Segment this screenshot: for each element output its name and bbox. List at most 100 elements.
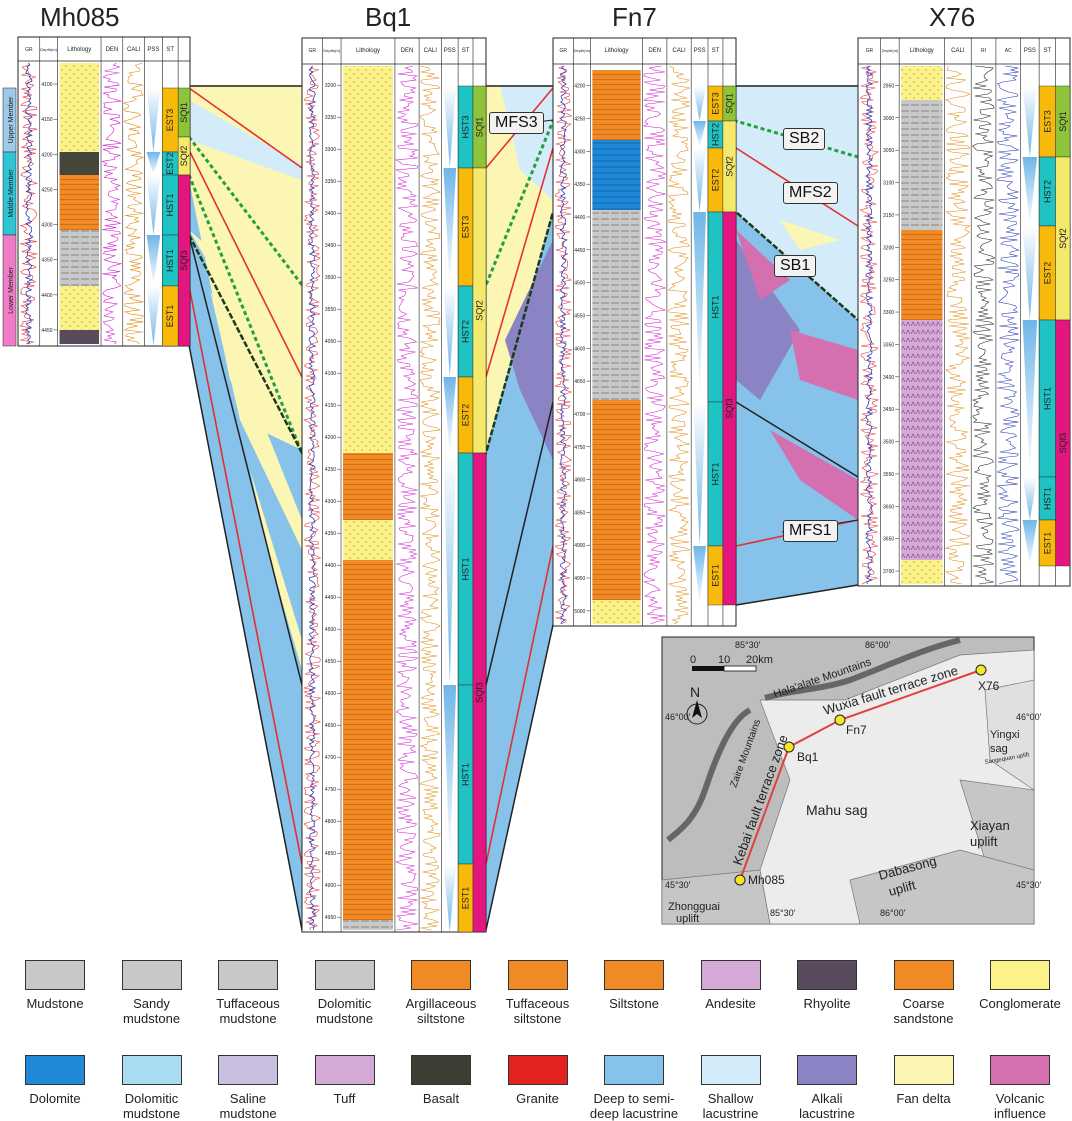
pss-triangle [1022, 86, 1038, 157]
systems-tract-label: HST2 [1042, 180, 1052, 203]
sequence-label: SQf3 [474, 682, 484, 703]
legend-swatch [121, 960, 182, 990]
sequence-box [1055, 319, 1071, 567]
legend-item: Dolomitic mudstone [107, 1055, 197, 1121]
depth-label: 5000 [574, 609, 585, 615]
well-title-bq1: Bq1 [365, 2, 412, 32]
systems-tract-label: EST2 [710, 169, 720, 192]
facies-volcanic-right3 [770, 430, 858, 520]
member-label: Upper Member [8, 96, 15, 143]
column-header-den: DEN [401, 48, 414, 54]
depth-label: 4700 [325, 755, 336, 761]
map-well-dot [975, 664, 987, 676]
gr-curve [19, 62, 38, 345]
column-header-den: DEN [106, 47, 119, 53]
legend-item: Mudstone [10, 960, 100, 1011]
lithology-interval [592, 210, 641, 400]
pss-triangle [693, 86, 706, 121]
column-header-pss: PSS [147, 47, 159, 53]
map-label-zhongguai: Zhongguai [668, 901, 720, 913]
depth-label: 3250 [883, 278, 894, 284]
callout-mfs1: MFS1 [783, 520, 838, 542]
legend-swatch [700, 1055, 761, 1085]
column-header-cali: CALI [424, 48, 438, 54]
depth-label: 3300 [883, 310, 894, 316]
systems-tract-label: EST2 [1042, 262, 1052, 285]
systems-tract-label: HST1 [710, 295, 720, 318]
pss-triangle [443, 168, 457, 286]
systems-tract-label: HST1 [1042, 487, 1052, 510]
legend-label: Granite [516, 1091, 559, 1106]
map-dabasong-uplift [849, 849, 1035, 925]
legend-swatch [507, 1055, 568, 1085]
legend-item: Dolomitic mudstone [300, 960, 390, 1026]
lithology-interval [592, 400, 641, 600]
depth-label: 4900 [574, 543, 585, 549]
depth-label: 4450 [325, 595, 336, 601]
sequence-label: SQf2 [1058, 228, 1068, 249]
legend-label: Andesite [705, 996, 756, 1011]
map-well-dot [783, 741, 795, 753]
column-header-pss: PSS [1024, 48, 1036, 54]
lithology-interval [59, 63, 100, 86]
column-header-st: ST [462, 48, 470, 54]
map-coordinate: 85°30' [770, 908, 796, 918]
den-curve [395, 65, 419, 931]
depth-label: 4550 [325, 659, 336, 665]
legend-swatch [990, 960, 1050, 990]
legend-swatch [893, 960, 954, 990]
legend-label: Tuff [333, 1091, 356, 1106]
systems-tract-label: HST1 [710, 462, 720, 485]
mfs2-line [188, 147, 859, 378]
systems-tract-label: EST3 [461, 216, 471, 239]
legend-label: Deep to semi-deep lacustrine [589, 1091, 679, 1121]
lithology-interval [592, 120, 641, 140]
systems-tract-label: EST1 [710, 564, 720, 587]
depth-label: 3250 [325, 115, 336, 121]
map-section-line [739, 669, 982, 881]
map-well-dot [834, 714, 846, 726]
legend-label: Volcanic influence [993, 1091, 1047, 1121]
legend-swatch [25, 1055, 85, 1085]
sequence-box [177, 174, 191, 347]
facies-shallow-left [189, 100, 302, 180]
column-header-ri: RI [981, 48, 986, 54]
legend-swatch [218, 960, 278, 990]
column-header-depth: Depth(m) [40, 47, 57, 52]
depth-label: 2950 [883, 83, 894, 89]
depth-label: 4200 [325, 435, 336, 441]
callout-sb1: SB1 [774, 255, 817, 277]
depth-label: 4050 [325, 339, 336, 345]
depth-label: 4850 [325, 851, 336, 857]
rt-curve [972, 65, 996, 585]
depth-label: 3650 [883, 537, 894, 543]
column-header-cali: CALI [672, 48, 686, 54]
depth-label: 4250 [574, 117, 585, 123]
pss-triangle [146, 235, 161, 286]
sequence-label: SQf1 [1058, 111, 1068, 132]
legend-item: Granite [493, 1055, 583, 1106]
legend-item: Saline mudstone [203, 1055, 293, 1121]
lithology-interval [901, 100, 943, 230]
map-well-label: Mh085 [748, 873, 785, 887]
map-north-arrow [692, 700, 702, 718]
legend-label: Argillaceous siltstone [405, 996, 477, 1026]
depth-label: 4750 [574, 445, 585, 451]
legend-swatch [411, 960, 471, 990]
callout-mfs2: MFS2 [783, 182, 838, 204]
column-header-st: ST [1044, 48, 1052, 54]
column-header-lithology: Lithology [910, 48, 934, 54]
pss-triangle [443, 377, 457, 453]
lithology-interval [59, 286, 100, 330]
depth-label: 3550 [325, 307, 336, 313]
lithology-interval [59, 230, 100, 286]
map-label-dabasong-2: uplift [887, 877, 918, 899]
well-frame [301, 37, 487, 933]
depth-label: 4800 [325, 819, 336, 825]
pss-triangle [693, 546, 706, 605]
column-header-depth: Depth(m) [574, 48, 591, 53]
pss-triangle [146, 175, 161, 235]
map-well-label: X76 [978, 679, 1000, 693]
legend-item: Conglomerate [975, 960, 1065, 1011]
